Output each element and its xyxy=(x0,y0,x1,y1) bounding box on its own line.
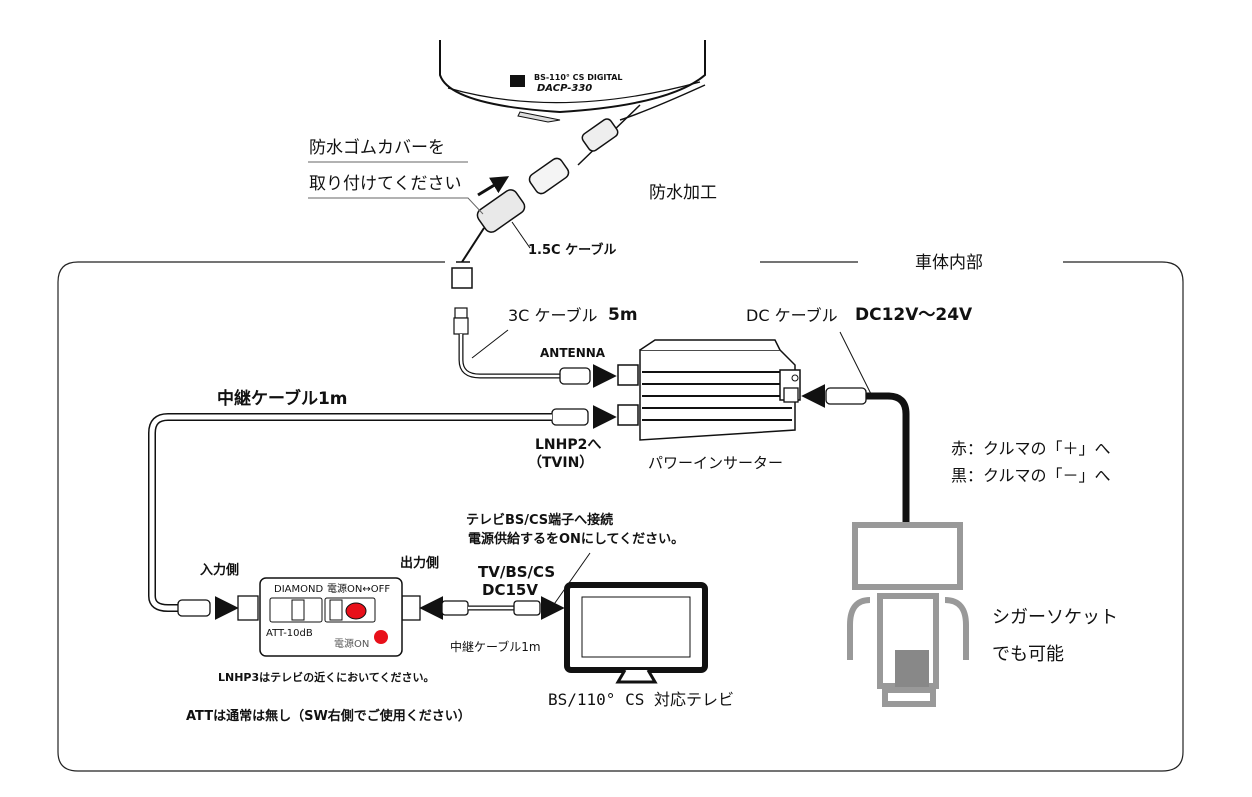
antenna-dome xyxy=(439,40,706,123)
relay-cable-label: 中継ケーブル1m xyxy=(217,389,348,409)
tv-output-cable xyxy=(441,600,541,616)
antenna-port-label: ANTENNA xyxy=(540,346,606,360)
power-inserter xyxy=(617,339,801,441)
antenna-model-line2: DACP-330 xyxy=(537,83,593,94)
relay-cable-small-label: 中継ケーブル1m xyxy=(450,640,541,654)
lnhp3-note: LNHP3はテレビの近くにおいてください。 xyxy=(218,671,435,684)
switch-led xyxy=(345,602,367,620)
cable-3c-leader xyxy=(471,329,509,359)
dc-voltage-label: DC12V～24V xyxy=(855,305,973,325)
antenna-model-line1: BS-110° CS DIGITAL xyxy=(534,73,623,82)
lnhp3-att-label: ATT-10dB xyxy=(266,628,313,639)
red-wire-label: 赤：クルマの「＋」へ xyxy=(951,439,1111,458)
tv-connect-line2: 電源供給するをONにしてください。 xyxy=(468,532,685,547)
cover-note-line1: 防水ゴムカバーを xyxy=(309,138,445,158)
tv-connect-line1: テレビBS/CS端子へ接続 xyxy=(466,513,614,528)
tv-connect-leader xyxy=(549,552,591,611)
cover-note-underline-2 xyxy=(308,197,484,215)
tv-monitor xyxy=(564,582,708,684)
cable-15c-leader xyxy=(511,221,531,249)
cigar-socket-line2: でも可能 xyxy=(992,644,1064,665)
dc-cable-label: DC ケーブル xyxy=(746,306,838,325)
lnhp3-switch-label: 電源ON↔OFF xyxy=(327,584,391,595)
cover-direction-arrow xyxy=(477,176,510,197)
lnhp3-unit xyxy=(237,577,421,657)
lnhp3-power-label: 電源ON xyxy=(334,639,370,650)
input-side-label: 入力側 xyxy=(200,563,240,578)
cable-3c-length: 5m xyxy=(608,305,638,325)
cable-3c xyxy=(453,307,591,385)
output-side-label: 出力側 xyxy=(400,556,440,571)
lnhp2-label-line2: （TVIN） xyxy=(528,455,594,471)
cable-1-5c xyxy=(451,84,706,289)
dc-cable-leader xyxy=(839,331,873,397)
vehicle-interior-label: 車体内部 xyxy=(915,253,983,273)
cigar-socket-line1: シガーソケット xyxy=(992,607,1118,628)
cable-15c-label: 1.5C ケーブル xyxy=(528,243,617,258)
power-inserter-label: パワーインサーター xyxy=(648,454,784,472)
cigar-socket-plug xyxy=(847,522,969,707)
dc-cable xyxy=(866,392,910,525)
tv-out-line2: DC15V xyxy=(482,581,538,599)
lnhp3-brand: DIAMOND xyxy=(274,584,324,595)
black-wire-label: 黒：クルマの「－」へ xyxy=(951,466,1111,485)
tv-out-line1: TV/BS/CS xyxy=(478,563,556,581)
waterproof-label: 防水加工 xyxy=(649,183,717,203)
lnhp2-label-line1: LNHP2へ xyxy=(535,437,602,453)
att-note: ATTは通常は無し（SW右側でご使用ください） xyxy=(186,709,471,724)
cover-note-line2: 取り付けてください xyxy=(309,174,462,194)
vehicle-interior-frame xyxy=(57,261,1184,772)
power-led xyxy=(374,630,388,644)
dc-cable-connector xyxy=(825,387,867,405)
relay-cable-1m xyxy=(148,408,589,617)
cable-3c-label: 3C ケーブル xyxy=(508,306,598,325)
tv-label: BS/110° CS 対応テレビ xyxy=(548,690,734,709)
